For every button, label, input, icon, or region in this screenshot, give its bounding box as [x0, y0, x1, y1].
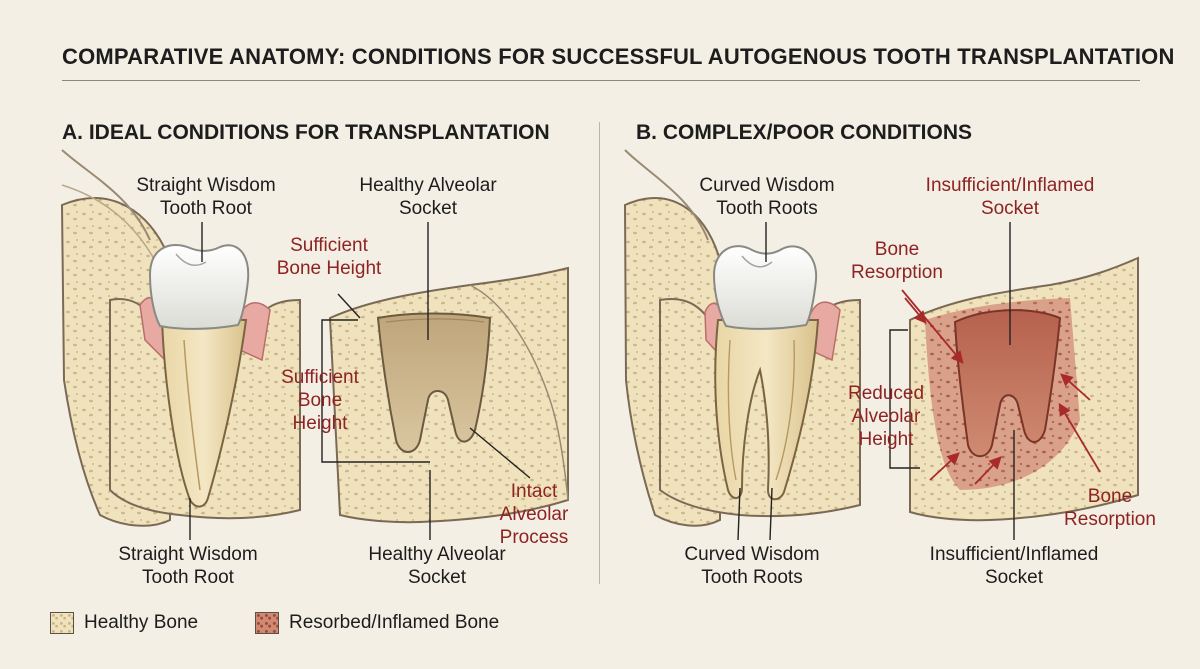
- page-title: COMPARATIVE ANATOMY: CONDITIONS FOR SUCC…: [62, 44, 1175, 69]
- healthy-bone-swatch: [50, 612, 74, 634]
- resorption-arrows: [901, 289, 1101, 485]
- panel-b-leaders: [737, 222, 1015, 541]
- legend-healthy-bone: Healthy Bone: [50, 612, 198, 634]
- crown-a: [148, 244, 250, 330]
- legend-healthy-label: Healthy Bone: [84, 612, 199, 633]
- panel-a-heading: A. IDEAL CONDITIONS FOR TRANSPLANTATION: [62, 121, 550, 144]
- legend-inflamed-bone: Resorbed/Inflamed Bone: [255, 612, 499, 634]
- inflamed-bone-swatch: [255, 612, 279, 634]
- panel-b-heading: B. COMPLEX/POOR CONDITIONS: [636, 121, 973, 144]
- crown-b: [712, 245, 818, 330]
- panel-divider: [599, 122, 600, 584]
- empty-socket-a: [376, 312, 492, 453]
- straight-root: [160, 316, 248, 508]
- legend-inflamed-label: Resorbed/Inflamed Bone: [289, 612, 500, 633]
- title-divider: [62, 80, 1140, 81]
- panel-a-leaders: [189, 222, 531, 540]
- panel-a-art: [60, 149, 569, 527]
- curved-roots: [714, 319, 820, 501]
- panel-b-art: [623, 149, 1139, 527]
- inflamed-socket-b: [953, 309, 1062, 458]
